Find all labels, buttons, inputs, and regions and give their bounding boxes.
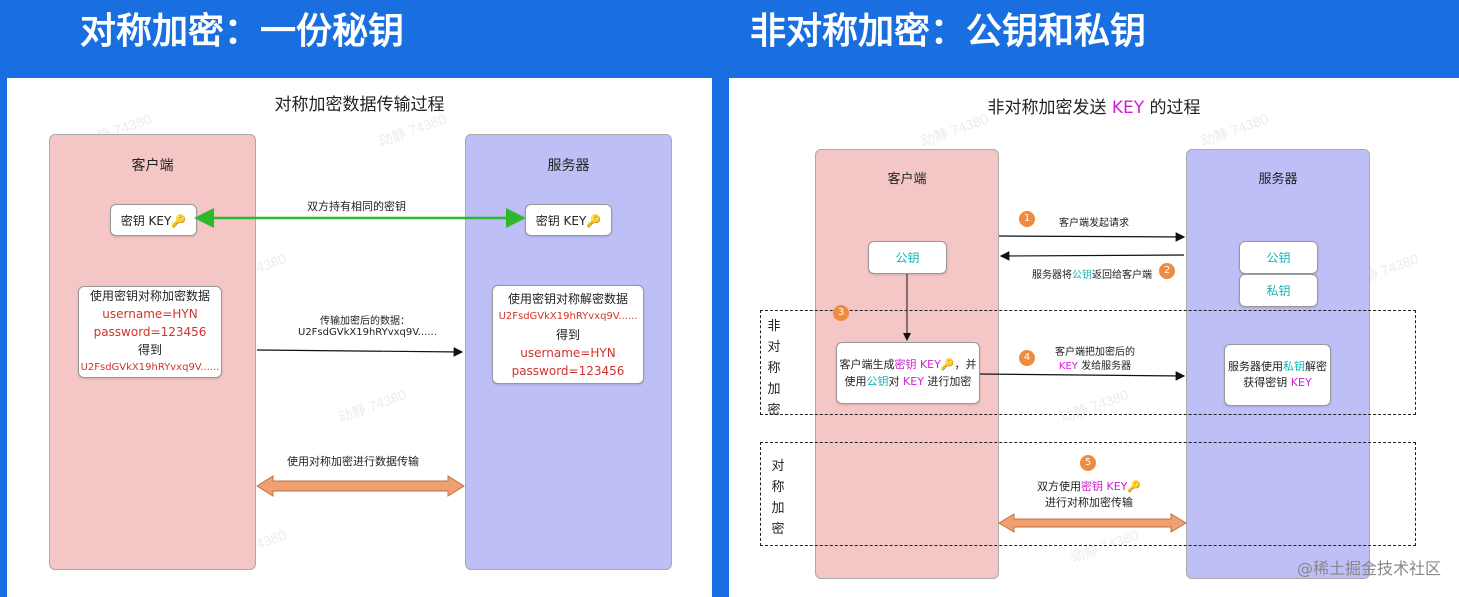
asymmetric-arrows [903,232,1187,533]
symmetric-section [760,442,1416,546]
server-public-key-label: 公钥 [1266,251,1291,265]
client-title: 客户端 [887,172,927,187]
encrypt-ciphertext: U2FsdGVkX19hRYvxq9V...... [80,362,220,373]
decrypt-result-label: 得到 [555,327,580,342]
transfer-arrow [256,347,464,357]
symmetric-transfer-label: 使用对称加密进行数据传输 [287,455,419,468]
encrypt-box: 使用密钥对称加密数据 username=HYN password=123456 … [78,286,222,378]
asymmetric-panel-title: 非对称加密发送 KEY 的过程 [729,93,1459,118]
client-generate-key-box: 客户端生成密钥 KEY🔑，并 使用公钥对 KEY 进行加密 [836,342,980,404]
client-key-label: 密钥 KEY🔑 [120,213,187,228]
asymmetric-section [760,310,1416,415]
encrypt-line-1: 使用密钥对称加密数据 [89,289,210,303]
step-5-label: 双方使用密钥 KEY🔑 进行对称加密传输 [1037,480,1142,509]
transfer-ciphertext: U2FsdGVkX19hRYvxq9V...... [298,327,437,338]
server-decrypt-box: 服务器使用私钥解密 获得密钥 KEY [1224,344,1331,406]
decrypt-ciphertext: U2FsdGVkX19hRYvxq9V...... [498,310,638,322]
server-private-key-box: 私钥 [1239,274,1318,307]
step-2-badge: 2 [1159,263,1175,279]
symmetric-section-label: 对称加密 [771,459,785,537]
decrypt-box: 使用密钥对称解密数据 U2FsdGVkX19hRYvxq9V...... 得到 … [492,285,644,384]
encrypt-result-label: 得到 [137,343,162,357]
asymmetric-panel: 非对称加密发送 KEY 的过程 动静 74380 动静 74380 动静 743… [729,78,1459,597]
step-1-label: 客户端发起请求 [1059,218,1129,229]
client-key-box: 密钥 KEY🔑 [110,204,197,236]
symmetric-arrows [194,208,526,497]
decrypt-password: password=123456 [511,363,625,378]
symmetric-panel: 对称加密数据传输过程 动静 74380 动静 74380 动静 74380 动静… [7,78,712,597]
server-title: 服务器 [547,158,590,174]
asymmetric-bidirectional-arrow [998,513,1187,533]
step-5-badge: 5 [1080,455,1096,471]
asymmetric-title-part1: 非对称加密发送 [987,98,1112,118]
transfer-label: 传输加密后的数据： [320,316,410,327]
server-title: 服务器 [1258,172,1298,187]
encrypt-password: password=123456 [93,325,207,339]
asymmetric-title-part2: 的过程 [1144,98,1201,118]
step-4-label: 客户端把加密后的 KEY 发给服务器 [1055,347,1135,372]
decrypt-line-1: 使用密钥对称解密数据 [507,291,628,306]
client-public-key-label: 公钥 [895,251,920,265]
server-public-key-box: 公钥 [1239,241,1318,274]
server-private-key-label: 私钥 [1266,284,1291,298]
step-4-arrow [979,371,1186,381]
step-2-label: 服务器将公钥返回给客户端 [1032,270,1152,281]
client-title: 客户端 [131,158,174,174]
decrypt-username: username=HYN [520,345,616,360]
encrypt-username: username=HYN [102,307,198,321]
footer-credit: @稀土掘金技术社区 [1296,559,1441,578]
symmetric-panel-title: 对称加密数据传输过程 [274,95,445,115]
server-key-box: 密钥 KEY🔑 [525,204,612,236]
step-2-arrow [999,251,1185,261]
client-public-key-box: 公钥 [868,241,947,274]
asymmetric-title-key: KEY [1111,98,1145,118]
right-banner-title: 非对称加密：公钥和私钥 [750,11,1147,52]
symmetric-bidirectional-arrow [256,475,465,497]
step-4-badge: 4 [1019,350,1035,366]
asymmetric-section-label: 非对称加密 [767,319,781,418]
step-3-badge: 3 [833,305,849,321]
step-1-badge: 1 [1019,211,1035,227]
left-banner-title: 对称加密：一份秘钥 [80,11,405,52]
step-1-arrow [998,232,1186,242]
server-key-label: 密钥 KEY🔑 [535,213,602,228]
